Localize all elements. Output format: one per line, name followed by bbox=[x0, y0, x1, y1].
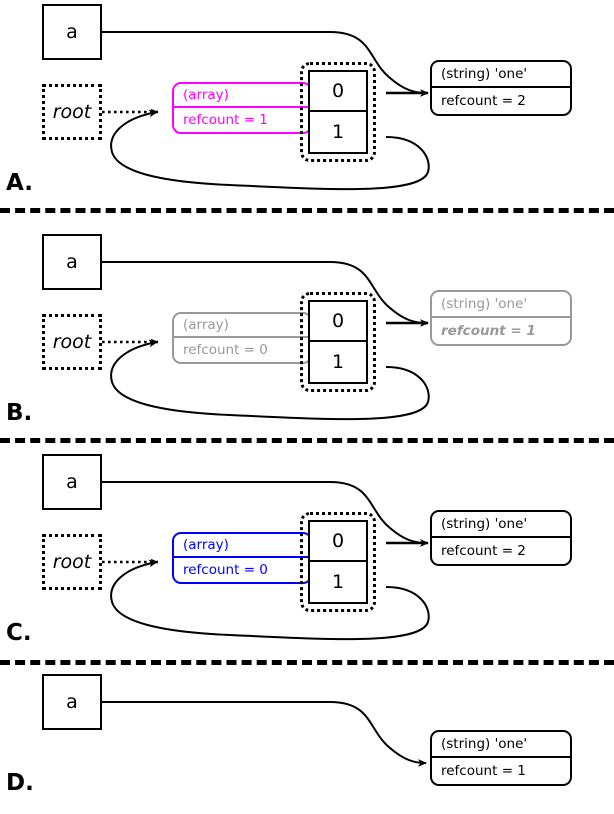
variable-box-label: a bbox=[66, 471, 78, 493]
string-type-label: (string) 'one' bbox=[441, 296, 528, 312]
array-record[interactable]: (array) refcount = 1 bbox=[172, 82, 312, 134]
array-record[interactable]: (array) refcount = 0 bbox=[172, 312, 312, 364]
panel-letter-d-label: D. bbox=[6, 770, 34, 796]
array-index-group: 0 1 bbox=[300, 62, 376, 162]
string-record[interactable]: (string) 'one' refcount = 2 bbox=[430, 510, 572, 566]
array-record[interactable]: (array) refcount = 0 bbox=[172, 532, 312, 584]
edge-a-to-string bbox=[102, 481, 429, 544]
array-index-group: 0 1 bbox=[300, 512, 376, 612]
array-index-1-label: 1 bbox=[331, 571, 345, 593]
array-refcount-label: refcount = 0 bbox=[183, 562, 268, 578]
array-index-0-label: 0 bbox=[331, 530, 345, 552]
panel-letter-a: A. bbox=[6, 170, 33, 196]
string-record[interactable]: (string) 'one' refcount = 1 bbox=[430, 730, 572, 786]
array-refcount-row: refcount = 0 bbox=[174, 338, 310, 362]
array-type-label: (array) bbox=[183, 317, 229, 333]
array-refcount-label: refcount = 0 bbox=[183, 342, 268, 358]
root-box-label: root bbox=[52, 331, 92, 353]
panel-a-edges bbox=[102, 31, 430, 191]
variable-box-a[interactable]: a bbox=[42, 674, 102, 730]
string-refcount-label: refcount = 2 bbox=[441, 93, 526, 109]
panel-b-edges bbox=[102, 261, 430, 421]
array-type-row: (array) bbox=[174, 84, 310, 108]
panel-separator-1 bbox=[0, 208, 614, 213]
string-type-row: (string) 'one' bbox=[432, 62, 570, 88]
string-refcount-row: refcount = 2 bbox=[432, 538, 570, 564]
array-index-cells: 0 1 bbox=[308, 70, 368, 154]
edge-a-to-string bbox=[102, 31, 429, 94]
array-refcount-row: refcount = 0 bbox=[174, 558, 310, 582]
panel-c: a root (array) refcount = 0 0 1 bbox=[0, 450, 614, 660]
array-type-label: (array) bbox=[183, 87, 229, 103]
array-type-label: (array) bbox=[183, 537, 229, 553]
panel-letter-b: B. bbox=[6, 400, 32, 426]
array-type-row: (array) bbox=[174, 534, 310, 558]
string-type-row: (string) 'one' bbox=[432, 732, 570, 758]
panel-letter-a-label: A. bbox=[6, 170, 33, 196]
panel-separator-3 bbox=[0, 660, 614, 665]
variable-box-label: a bbox=[66, 251, 78, 273]
root-box-label: root bbox=[52, 101, 92, 123]
string-type-label: (string) 'one' bbox=[441, 516, 528, 532]
panel-letter-d: D. bbox=[6, 770, 34, 796]
root-box[interactable]: root bbox=[42, 534, 102, 590]
panel-d-edges bbox=[102, 701, 427, 767]
edge-index1-selfloop-to-array bbox=[110, 559, 430, 641]
array-index-cell-1[interactable]: 1 bbox=[310, 342, 366, 382]
root-box[interactable]: root bbox=[42, 84, 102, 140]
root-box-label: root bbox=[52, 551, 92, 573]
string-refcount-row: refcount = 2 bbox=[432, 88, 570, 114]
variable-box-label: a bbox=[66, 691, 78, 713]
edge-index1-selfloop-to-array bbox=[110, 339, 430, 421]
string-refcount-label: refcount = 1 bbox=[441, 323, 536, 339]
array-index-cell-0[interactable]: 0 bbox=[310, 522, 366, 562]
array-index-1-label: 1 bbox=[331, 351, 345, 373]
string-type-label: (string) 'one' bbox=[441, 66, 528, 82]
panel-letter-c-label: C. bbox=[6, 620, 32, 646]
array-refcount-row: refcount = 1 bbox=[174, 108, 310, 132]
array-index-0-label: 0 bbox=[331, 80, 345, 102]
array-index-cells: 0 1 bbox=[308, 520, 368, 604]
string-refcount-row: refcount = 1 bbox=[432, 318, 570, 344]
array-index-cell-0[interactable]: 0 bbox=[310, 72, 366, 112]
string-refcount-label: refcount = 2 bbox=[441, 543, 526, 559]
array-index-1-label: 1 bbox=[331, 121, 345, 143]
variable-box-a[interactable]: a bbox=[42, 234, 102, 290]
variable-box-a[interactable]: a bbox=[42, 454, 102, 510]
variable-box-label: a bbox=[66, 21, 78, 43]
array-index-cell-1[interactable]: 1 bbox=[310, 562, 366, 602]
array-index-cells: 0 1 bbox=[308, 300, 368, 384]
string-record[interactable]: (string) 'one' refcount = 1 bbox=[430, 290, 572, 346]
array-index-0-label: 0 bbox=[331, 310, 345, 332]
string-record[interactable]: (string) 'one' refcount = 2 bbox=[430, 60, 572, 116]
array-index-group: 0 1 bbox=[300, 292, 376, 392]
edge-a-to-string bbox=[102, 261, 429, 324]
variable-box-a[interactable]: a bbox=[42, 4, 102, 60]
string-type-label: (string) 'one' bbox=[441, 736, 528, 752]
string-refcount-row: refcount = 1 bbox=[432, 758, 570, 784]
edge-index1-selfloop-to-array bbox=[110, 109, 430, 191]
array-index-cell-0[interactable]: 0 bbox=[310, 302, 366, 342]
edge-a-to-string bbox=[102, 701, 427, 767]
panel-letter-c: C. bbox=[6, 620, 32, 646]
panel-d: a (string) 'one' refcount = 1 D. bbox=[0, 670, 614, 814]
array-type-row: (array) bbox=[174, 314, 310, 338]
string-type-row: (string) 'one' bbox=[432, 292, 570, 318]
array-index-cell-1[interactable]: 1 bbox=[310, 112, 366, 152]
panel-separator-2 bbox=[0, 438, 614, 443]
string-refcount-label: refcount = 1 bbox=[441, 763, 526, 779]
array-refcount-label: refcount = 1 bbox=[183, 112, 268, 128]
panel-letter-b-label: B. bbox=[6, 400, 33, 426]
panel-a: a root (array) refcount = 1 0 1 bbox=[0, 0, 614, 208]
string-type-row: (string) 'one' bbox=[432, 512, 570, 538]
root-box[interactable]: root bbox=[42, 314, 102, 370]
panel-b: a root (array) refcount = 0 0 1 bbox=[0, 230, 614, 438]
panel-c-edges bbox=[102, 481, 430, 641]
